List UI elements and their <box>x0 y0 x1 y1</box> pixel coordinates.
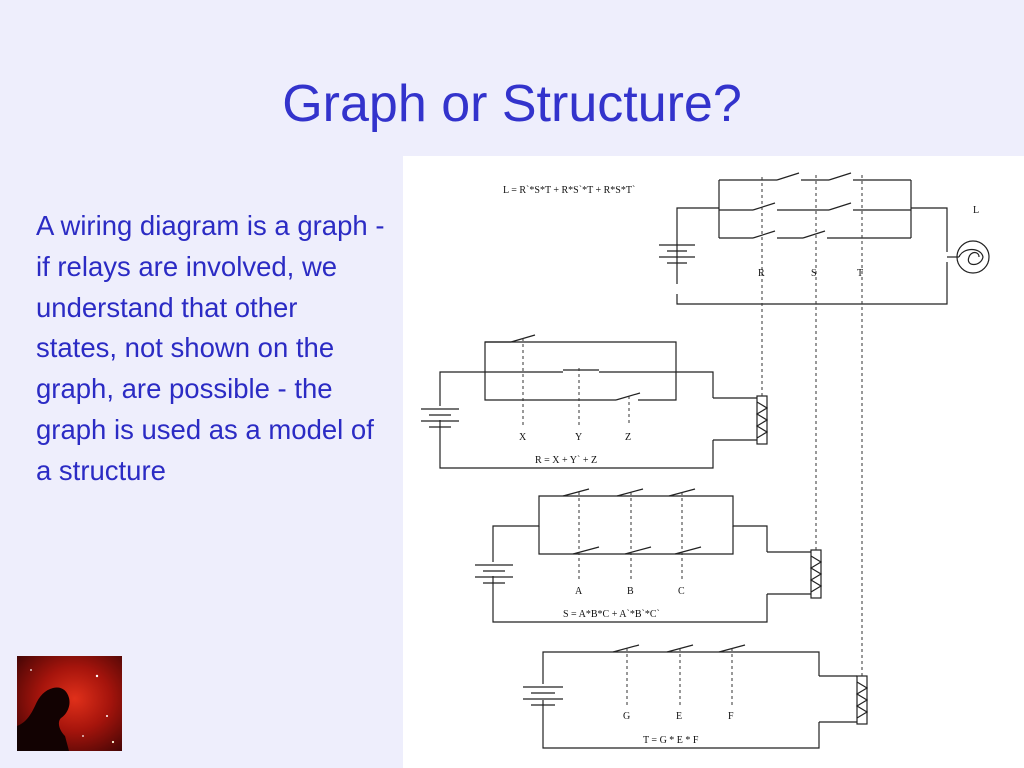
lamp-label: L <box>973 205 979 216</box>
battery-symbol-t <box>523 686 563 706</box>
relay-coil-s <box>767 549 823 599</box>
switch-label-t: T <box>857 268 863 279</box>
lamp-l <box>947 240 990 274</box>
switch-label-b: B <box>627 586 634 597</box>
equation-t: T = G * E * F <box>643 735 699 746</box>
relay-coil-r <box>713 395 769 445</box>
circuit-l <box>659 172 990 305</box>
switch-label-y: Y <box>575 432 582 443</box>
relay-coil-t <box>819 675 869 725</box>
switch-label-c: C <box>678 586 685 597</box>
switch-label-a: A <box>575 586 583 597</box>
battery-symbol-l <box>659 244 695 264</box>
battery-symbol-r <box>421 408 459 428</box>
circuit-t <box>523 644 869 749</box>
equation-l: L = R`*S*T + R*S`*T + R*S*T` <box>503 185 635 196</box>
circuit-s <box>475 488 823 623</box>
relay-wiring-diagram: L = R`*S*T + R*S`*T + R*S*T` L R S T X Y… <box>403 156 1024 768</box>
switch-label-s: S <box>811 268 817 279</box>
horsehead-nebula-image <box>17 656 122 751</box>
circuit-r <box>421 334 769 469</box>
battery-symbol-s <box>475 564 513 584</box>
slide-body-text: A wiring diagram is a graph - if relays … <box>36 210 385 486</box>
equation-s: S = A*B*C + A`*B`*C` <box>563 609 660 620</box>
switch-label-f: F <box>728 711 734 722</box>
switch-label-z: Z <box>625 432 631 443</box>
switch-label-e: E <box>676 711 682 722</box>
switch-label-g: G <box>623 711 630 722</box>
equation-r: R = X + Y` + Z <box>535 455 597 466</box>
slide-title: Graph or Structure? <box>282 75 742 133</box>
switch-label-x: X <box>519 432 527 443</box>
switch-label-r: R <box>758 268 765 279</box>
